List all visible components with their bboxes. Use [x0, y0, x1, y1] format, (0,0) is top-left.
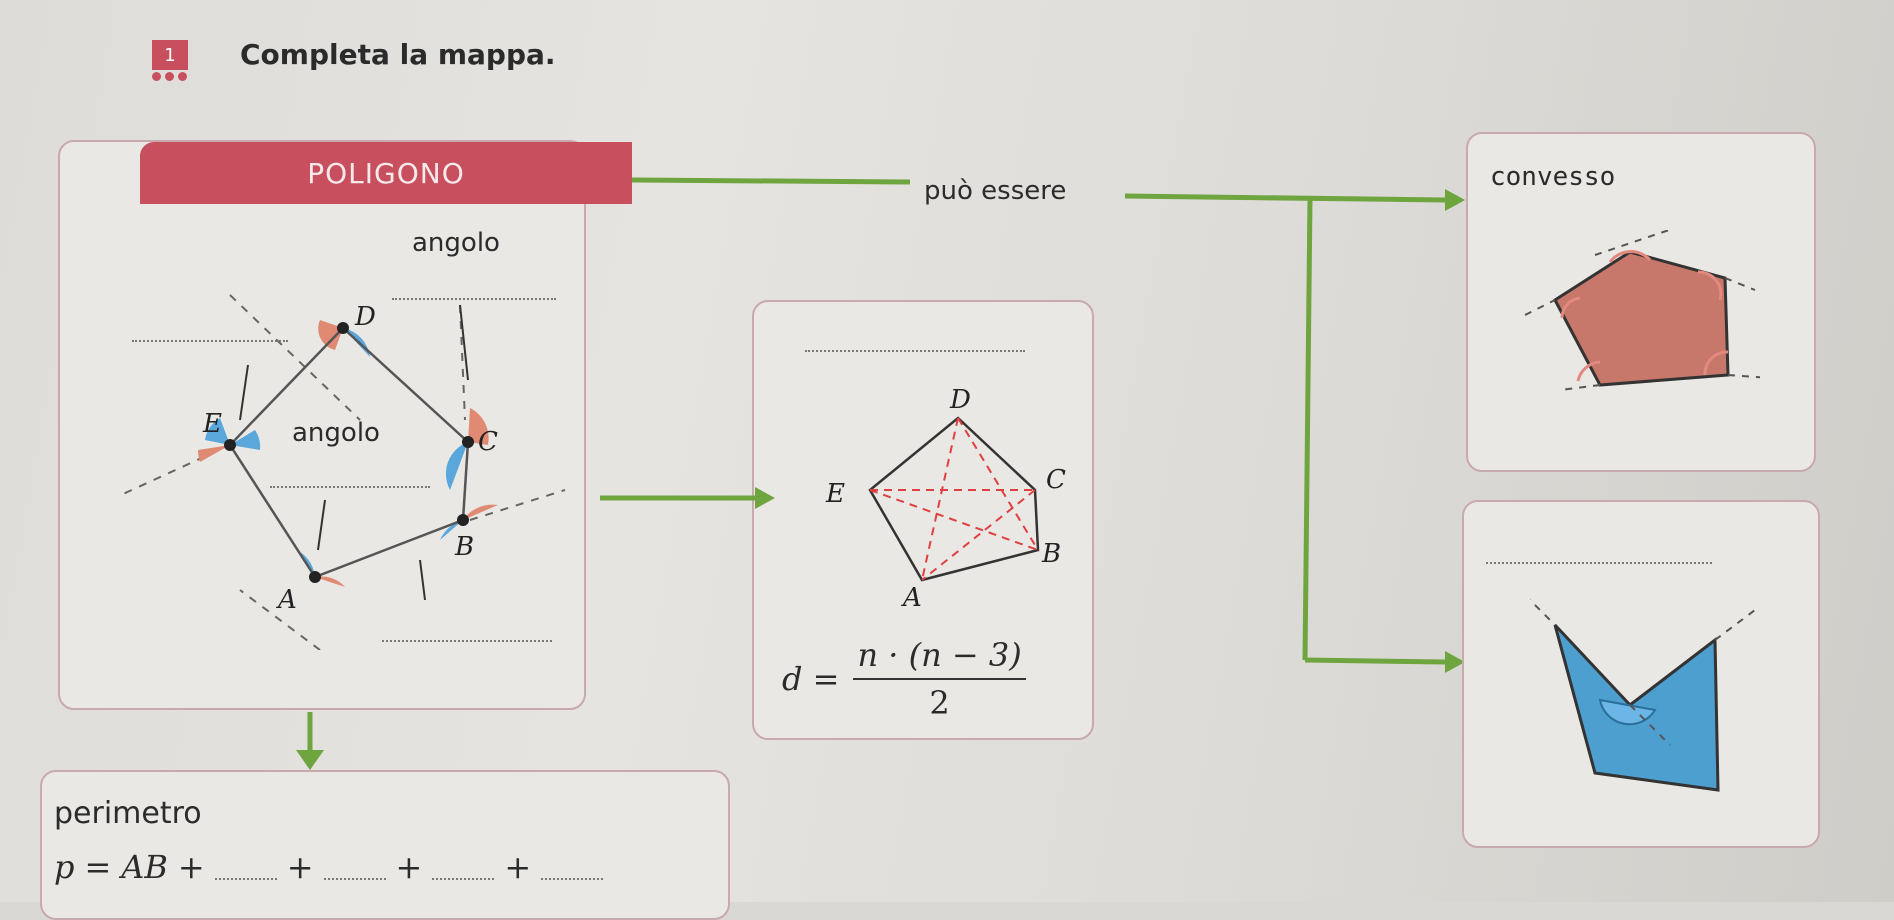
convex-label: convesso: [1490, 162, 1616, 192]
angle-blank-top[interactable]: [392, 298, 556, 300]
perimeter-blank-2[interactable]: [323, 878, 386, 880]
convex-pentagon-figure: [1524, 230, 1760, 391]
diag-vertex-b: B: [1041, 539, 1061, 569]
diagonals-title-blank[interactable]: [805, 350, 1025, 352]
vertex-label-b: B: [454, 532, 474, 562]
perimeter-blank-3[interactable]: [432, 878, 495, 880]
angle-label-mid: angolo: [292, 418, 380, 448]
relation-label: può essere: [924, 176, 1067, 206]
side-blank-bottom[interactable]: [382, 640, 552, 642]
vertex-label-a: A: [276, 585, 297, 615]
concave-polygon-figure: [1530, 598, 1756, 792]
angle-label-top: angolo: [412, 228, 500, 258]
diag-vertex-c: C: [1046, 465, 1066, 495]
vertex-label-e: E: [202, 409, 222, 439]
polygon-title: POLIGONO: [140, 142, 632, 204]
concave-title-blank[interactable]: [1486, 562, 1712, 564]
exercise-number-badge: 1: [152, 40, 188, 70]
diagonals-pentagon-figure: D C B A E: [825, 385, 1066, 610]
polygon-box: [58, 140, 586, 710]
diag-vertex-d: D: [949, 385, 971, 415]
diagonals-formula: d = n · (n − 3) 2: [782, 636, 1026, 722]
perimeter-blank-1[interactable]: [214, 878, 277, 880]
diag-vertex-a: A: [901, 583, 922, 610]
pentagon-angles-figure: D C B A E: [120, 294, 566, 650]
diag-vertex-e: E: [825, 479, 845, 509]
exercise-instruction: Completa la mappa.: [240, 38, 556, 71]
perimeter-blank-4[interactable]: [541, 878, 604, 880]
vertex-label-c: C: [478, 427, 498, 457]
perimeter-label: perimetro: [54, 796, 202, 831]
concave-box: [1462, 500, 1820, 848]
perimeter-box: [40, 770, 730, 920]
vertex-label-d: D: [354, 302, 376, 332]
vertex-blank-left[interactable]: [132, 340, 288, 342]
angle-blank-mid[interactable]: [270, 486, 430, 488]
difficulty-dots: [152, 72, 187, 81]
perimeter-formula: p = AB + + + +: [54, 848, 604, 886]
